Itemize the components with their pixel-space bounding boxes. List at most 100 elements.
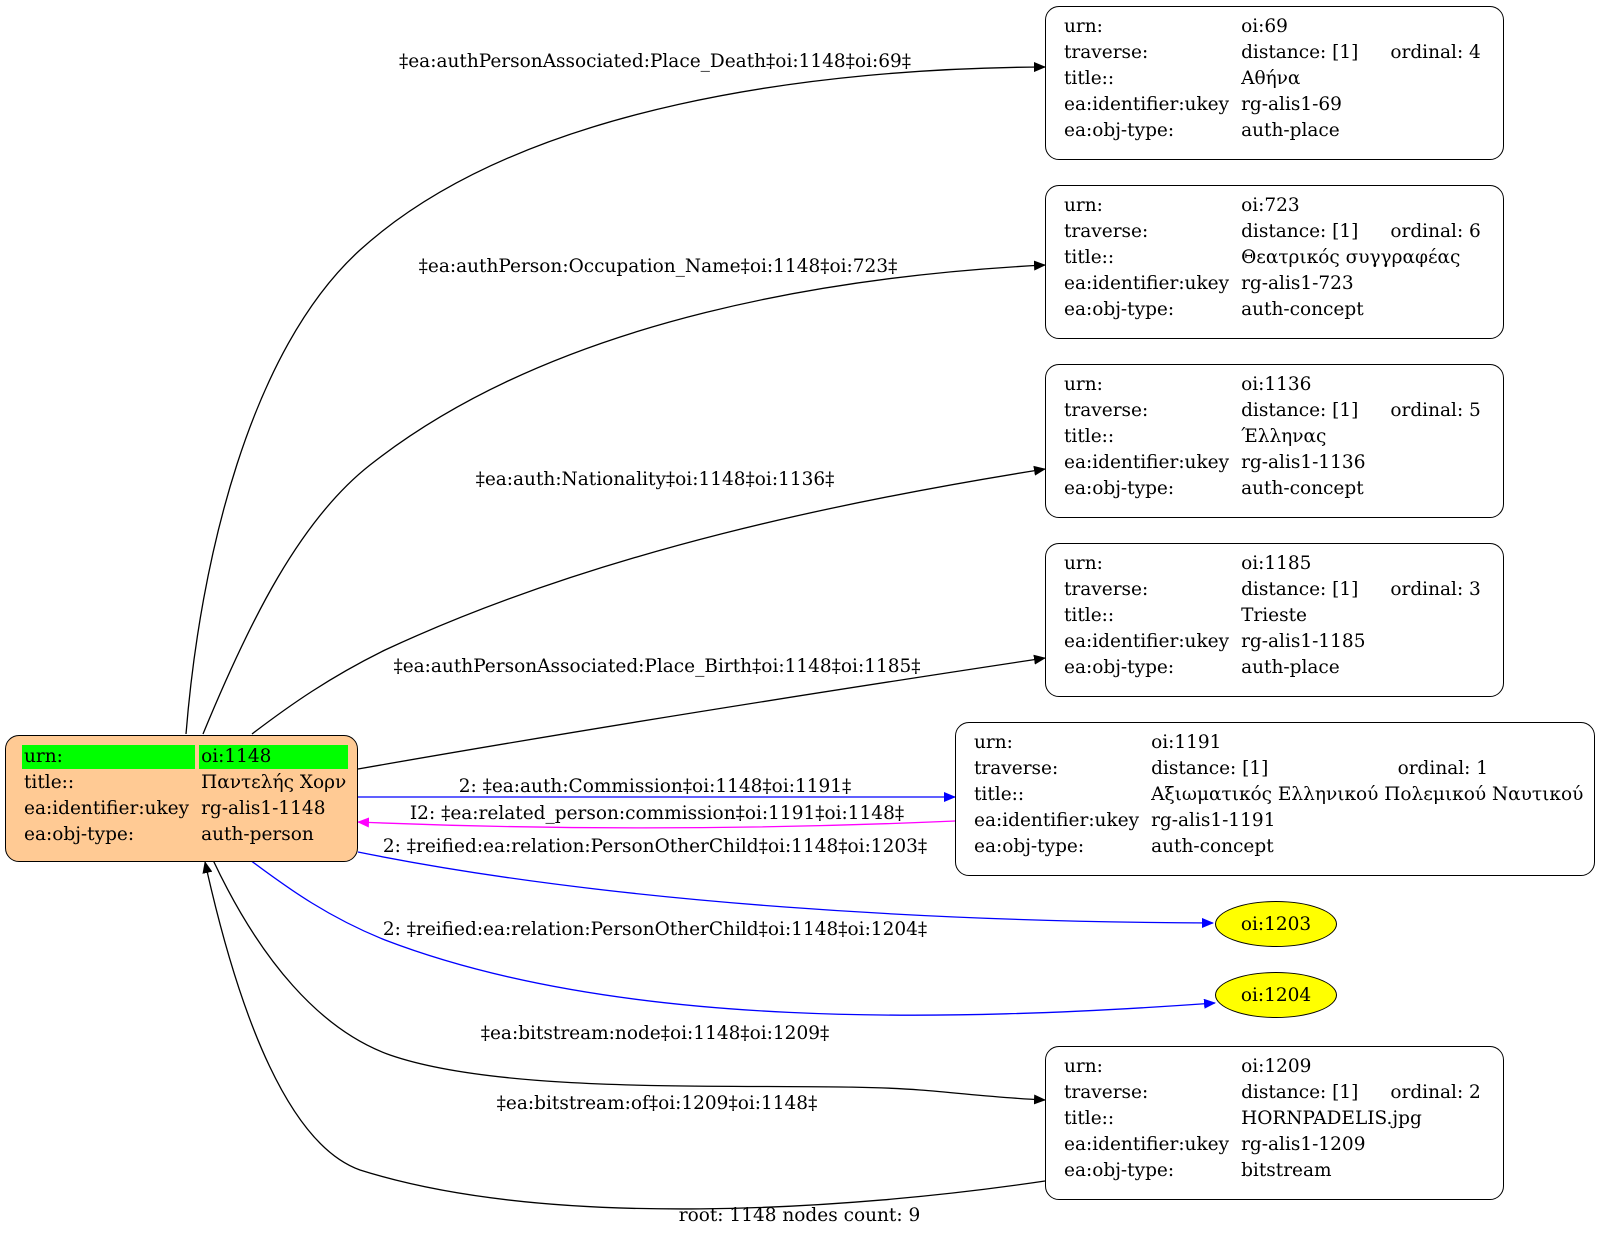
type-label: ea:obj-type: bbox=[1064, 299, 1175, 320]
root-ukey-label: ea:identifier:ukey bbox=[24, 798, 190, 819]
edge-label-bitstream-node: ‡ea:bitstream:node‡oi:1148‡oi:1209‡ bbox=[481, 1023, 830, 1044]
edge-bitstream-node[interactable] bbox=[212, 859, 1046, 1105]
ukey-value: rg-alis1-69 bbox=[1241, 94, 1342, 115]
edge-label-place-birth: ‡ea:authPersonAssociated:Place_Birth‡oi:… bbox=[393, 656, 920, 677]
edge-label-commission: 2: ‡ea:auth:Commission‡oi:1148‡oi:1191‡ bbox=[459, 776, 852, 797]
distance-value: distance: [1] bbox=[1241, 221, 1359, 242]
edge-bitstream-of[interactable] bbox=[202, 861, 1046, 1210]
ukey-label: ea:identifier:ukey bbox=[1064, 273, 1230, 294]
root-urn-value: oi:1148 bbox=[199, 745, 349, 769]
urn-label: urn: bbox=[1064, 16, 1103, 37]
ukey-value: rg-alis1-723 bbox=[1241, 273, 1354, 294]
node-oi-723[interactable]: urn: oi:723 traverse: distance: [1] ordinal… bbox=[1045, 185, 1504, 339]
ukey-value: rg-alis1-1185 bbox=[1241, 631, 1366, 652]
root-type-value: auth-person bbox=[201, 824, 314, 845]
distance-value: distance: [1] bbox=[1241, 42, 1359, 63]
graph-footer: root: 1148 nodes count: 9 bbox=[678, 1205, 921, 1226]
urn-label: urn: bbox=[974, 732, 1013, 753]
edge-place-birth[interactable] bbox=[357, 654, 1046, 770]
title-label: title:: bbox=[1064, 68, 1115, 89]
edge-label-nationality: ‡ea:auth:Nationality‡oi:1148‡oi:1136‡ bbox=[476, 469, 835, 490]
edge-label-occupation: ‡ea:authPerson:Occupation_Name‡oi:1148‡o… bbox=[419, 256, 898, 277]
type-label: ea:obj-type: bbox=[974, 836, 1085, 857]
node-oi-1136[interactable]: urn: oi:1136 traverse: distance: [1] ordina… bbox=[1045, 364, 1504, 518]
edge-place-death[interactable] bbox=[185, 62, 1046, 735]
title-value: Αθήνα bbox=[1241, 68, 1301, 89]
title-label: title:: bbox=[1064, 426, 1115, 447]
ukey-value: rg-alis1-1209 bbox=[1241, 1134, 1366, 1155]
traverse-label: traverse: bbox=[1064, 579, 1149, 600]
node-oi-69[interactable]: urn:oi:69 traverse:distance: [1]ordinal:… bbox=[1045, 6, 1504, 160]
edge-label-bitstream-of: ‡ea:bitstream:of‡oi:1209‡oi:1148‡ bbox=[497, 1093, 818, 1114]
traverse-label: traverse: bbox=[974, 758, 1059, 779]
edge-child-1203[interactable] bbox=[357, 851, 1214, 928]
edge-label-place-death: ‡ea:authPersonAssociated:Place_Death‡oi:… bbox=[399, 51, 911, 72]
ordinal-value: ordinal: 3 bbox=[1390, 579, 1481, 600]
urn-label: urn: bbox=[1064, 374, 1103, 395]
root-ukey-value: rg-alis1-1148 bbox=[201, 798, 326, 819]
urn-value: oi:1185 bbox=[1241, 553, 1312, 574]
edge-label-child-1203: 2: ‡reified:ea:relation:PersonOtherChild… bbox=[383, 836, 927, 857]
edge-label-child-1204: 2: ‡reified:ea:relation:PersonOtherChild… bbox=[383, 919, 927, 940]
urn-value: oi:1209 bbox=[1241, 1056, 1312, 1077]
node-oi-1209[interactable]: urn: oi:1209 traverse: distance: [1] ordina… bbox=[1045, 1046, 1504, 1200]
type-value: auth-place bbox=[1241, 120, 1340, 141]
title-label: title:: bbox=[1064, 605, 1115, 626]
node-oi-1191[interactable]: urn: oi:1191 traverse: distance: [1] ordina… bbox=[955, 722, 1595, 876]
ukey-label: ea:identifier:ukey bbox=[1064, 1134, 1230, 1155]
type-label: ea:obj-type: bbox=[1064, 1160, 1175, 1181]
edge-label-related-commission: I2: ‡ea:related_person:commission‡oi:119… bbox=[410, 803, 904, 824]
root-type-label: ea:obj-type: bbox=[24, 824, 135, 845]
ordinal-value: ordinal: 6 bbox=[1390, 221, 1481, 242]
edge-occupation[interactable] bbox=[202, 260, 1046, 735]
traverse-label: traverse: bbox=[1064, 42, 1149, 63]
node-oi-1185[interactable]: urn: oi:1185 traverse: distance: [1] ordina… bbox=[1045, 543, 1504, 697]
traverse-label: traverse: bbox=[1064, 400, 1149, 421]
title-value: HORNPADELIS.jpg bbox=[1241, 1108, 1422, 1129]
title-label: title:: bbox=[1064, 247, 1115, 268]
distance-value: distance: [1] bbox=[1241, 1082, 1359, 1103]
type-value: auth-place bbox=[1241, 657, 1340, 678]
traverse-label: traverse: bbox=[1064, 221, 1149, 242]
urn-value: oi:723 bbox=[1241, 195, 1300, 216]
type-label: ea:obj-type: bbox=[1064, 120, 1175, 141]
traverse-label: traverse: bbox=[1064, 1082, 1149, 1103]
root-node[interactable]: urn:oi:1148 title::Παντελής Χορν ea:iden… bbox=[5, 735, 358, 862]
title-label: title:: bbox=[1064, 1108, 1115, 1129]
type-value: auth-concept bbox=[1241, 478, 1364, 499]
ukey-value: rg-alis1-1191 bbox=[1151, 810, 1276, 831]
ukey-label: ea:identifier:ukey bbox=[1064, 452, 1230, 473]
title-value: Trieste bbox=[1241, 605, 1308, 626]
node-oi-1203[interactable]: oi:1203 bbox=[1215, 901, 1337, 947]
edge-nationality[interactable] bbox=[251, 465, 1046, 735]
type-label: ea:obj-type: bbox=[1064, 478, 1175, 499]
ukey-label: ea:identifier:ukey bbox=[1064, 94, 1230, 115]
type-value: bitstream bbox=[1241, 1160, 1332, 1181]
ordinal-value: ordinal: 5 bbox=[1390, 400, 1481, 421]
root-urn-label: urn: bbox=[22, 745, 196, 769]
ukey-label: ea:identifier:ukey bbox=[1064, 631, 1230, 652]
edge-child-1204[interactable] bbox=[249, 859, 1216, 1016]
ukey-label: ea:identifier:ukey bbox=[974, 810, 1140, 831]
distance-value: distance: [1] bbox=[1151, 758, 1269, 779]
edge-related-commission[interactable] bbox=[357, 817, 956, 829]
title-label: title:: bbox=[974, 784, 1025, 805]
title-value: Έλληνας bbox=[1241, 426, 1327, 447]
ukey-value: rg-alis1-1136 bbox=[1241, 452, 1366, 473]
node-oi-1204[interactable]: oi:1204 bbox=[1215, 972, 1337, 1018]
urn-label: urn: bbox=[1064, 553, 1103, 574]
type-label: ea:obj-type: bbox=[1064, 657, 1175, 678]
distance-value: distance: [1] bbox=[1241, 400, 1359, 421]
urn-label: urn: bbox=[1064, 195, 1103, 216]
distance-value: distance: [1] bbox=[1241, 579, 1359, 600]
type-value: auth-concept bbox=[1241, 299, 1364, 320]
title-value: Θεατρικός συγγραφέας bbox=[1241, 247, 1461, 268]
urn-value: oi:1191 bbox=[1151, 732, 1222, 753]
ordinal-value: ordinal: 2 bbox=[1390, 1082, 1481, 1103]
urn-label: urn: bbox=[1064, 1056, 1103, 1077]
urn-value: oi:1136 bbox=[1241, 374, 1312, 395]
ordinal-value: ordinal: 1 bbox=[1397, 758, 1489, 779]
root-title-label: title:: bbox=[24, 772, 75, 793]
type-value: auth-concept bbox=[1151, 836, 1274, 857]
